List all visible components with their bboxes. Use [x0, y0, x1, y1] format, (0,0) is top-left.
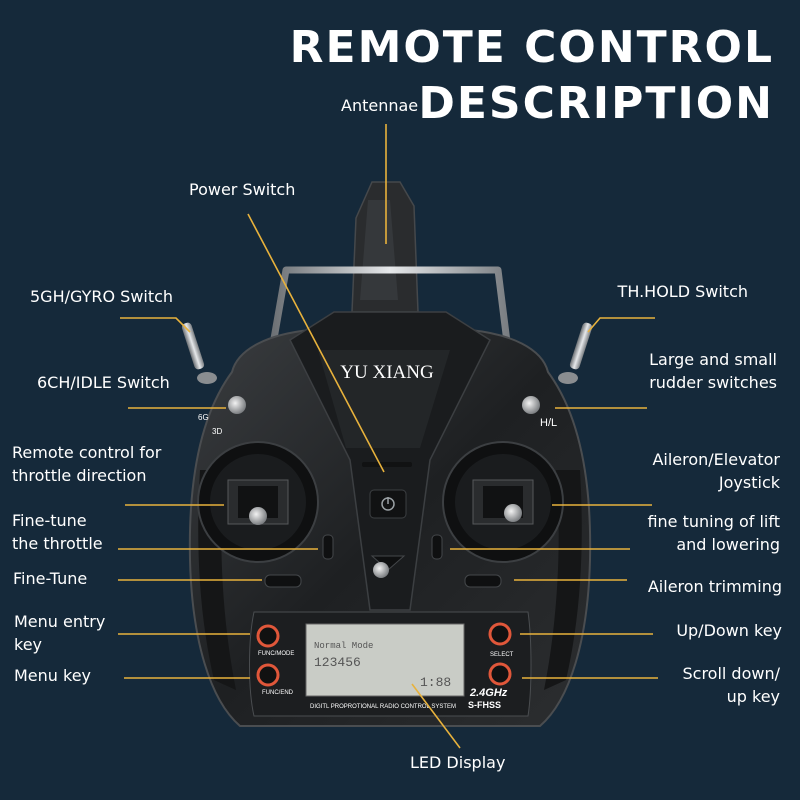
center-knob [373, 562, 389, 578]
protocol-text: S-FHSS [468, 700, 501, 710]
label-aileron-elevator: Aileron/Elevator Joystick [652, 450, 780, 492]
label-menu-key: Menu key [14, 666, 92, 685]
left-toggle-switch [181, 322, 217, 384]
rudder-trim [264, 574, 302, 588]
lcd-line-3: 1:88 [420, 675, 451, 690]
mark-3d: 3D [212, 427, 222, 436]
label-rudder-switches: Large and small rudder switches [649, 350, 777, 392]
mark-6g: 6G [198, 413, 209, 422]
func-end-button [256, 663, 280, 687]
aileron-trim [464, 574, 502, 588]
select-up-button [488, 622, 512, 646]
system-text: DIGITL PROPROTIONAL RADIO CONTROL SYSTEM [310, 704, 456, 710]
label-idle-switch: 6CH/IDLE Switch [37, 373, 170, 392]
freq-text: 2.4GHz [469, 687, 508, 699]
func-mode-button [256, 624, 280, 648]
antenna [351, 181, 419, 313]
lcd-screen [305, 623, 465, 697]
right-gimbal [442, 441, 564, 563]
label-aileron-trimming: Aileron trimming [647, 577, 782, 596]
leader-thhold [587, 317, 655, 333]
lcd-line-1: Normal Mode [314, 641, 373, 651]
label-gyro-switch: 5GH/GYRO Switch [30, 287, 174, 306]
right-stick [504, 504, 522, 522]
leader-lines [118, 124, 658, 749]
rudder-switch-knob [522, 396, 540, 414]
label-power-switch: Power Switch [189, 180, 296, 199]
speaker-slot [362, 462, 412, 467]
bottom-panel: Normal Mode 123456 1:88 FUNC/MODE FUNC/E… [249, 611, 532, 717]
power-button [369, 489, 407, 519]
label-finetune-throttle: Fine-tune the throttle [12, 511, 103, 553]
elevator-trim [431, 534, 443, 560]
select-down-button [488, 662, 512, 686]
label-scroll: Scroll down/ up key [682, 664, 780, 706]
label-menu-entry: Menu entry key [14, 612, 106, 654]
lcd-line-2: 123456 [314, 655, 361, 670]
carry-handle [268, 266, 512, 351]
leader-led [411, 683, 461, 749]
label-lift-lowering: fine tuning of lift and lowering [647, 512, 780, 554]
title-line-2: DESCRIPTION [418, 78, 774, 129]
leader-gyro [120, 317, 191, 333]
right-toggle-switch [558, 322, 593, 384]
left-gimbal [197, 441, 319, 563]
label-antennae: Antennae [341, 96, 419, 115]
brand-logo: YU XIANG [340, 362, 434, 383]
label-th-hold: TH.HOLD Switch [617, 282, 748, 301]
func-mode-text: FUNC/MODE [258, 651, 294, 657]
label-throttle-direction: Remote control for throttle direction [12, 443, 162, 485]
throttle-trim [322, 534, 334, 560]
label-led-display: LED Display [410, 753, 506, 772]
left-stick [249, 507, 267, 525]
label-up-down: Up/Down key [676, 621, 782, 640]
label-fine-tune: Fine-Tune [13, 569, 88, 588]
func-end-text: FUNC/END [262, 690, 294, 696]
mark-hl: H/L [540, 417, 557, 429]
title-line-1: REMOTE CONTROL [289, 22, 774, 73]
leader-power [247, 213, 385, 473]
idle-switch-knob [228, 396, 246, 414]
select-text: SELECT [490, 652, 514, 658]
